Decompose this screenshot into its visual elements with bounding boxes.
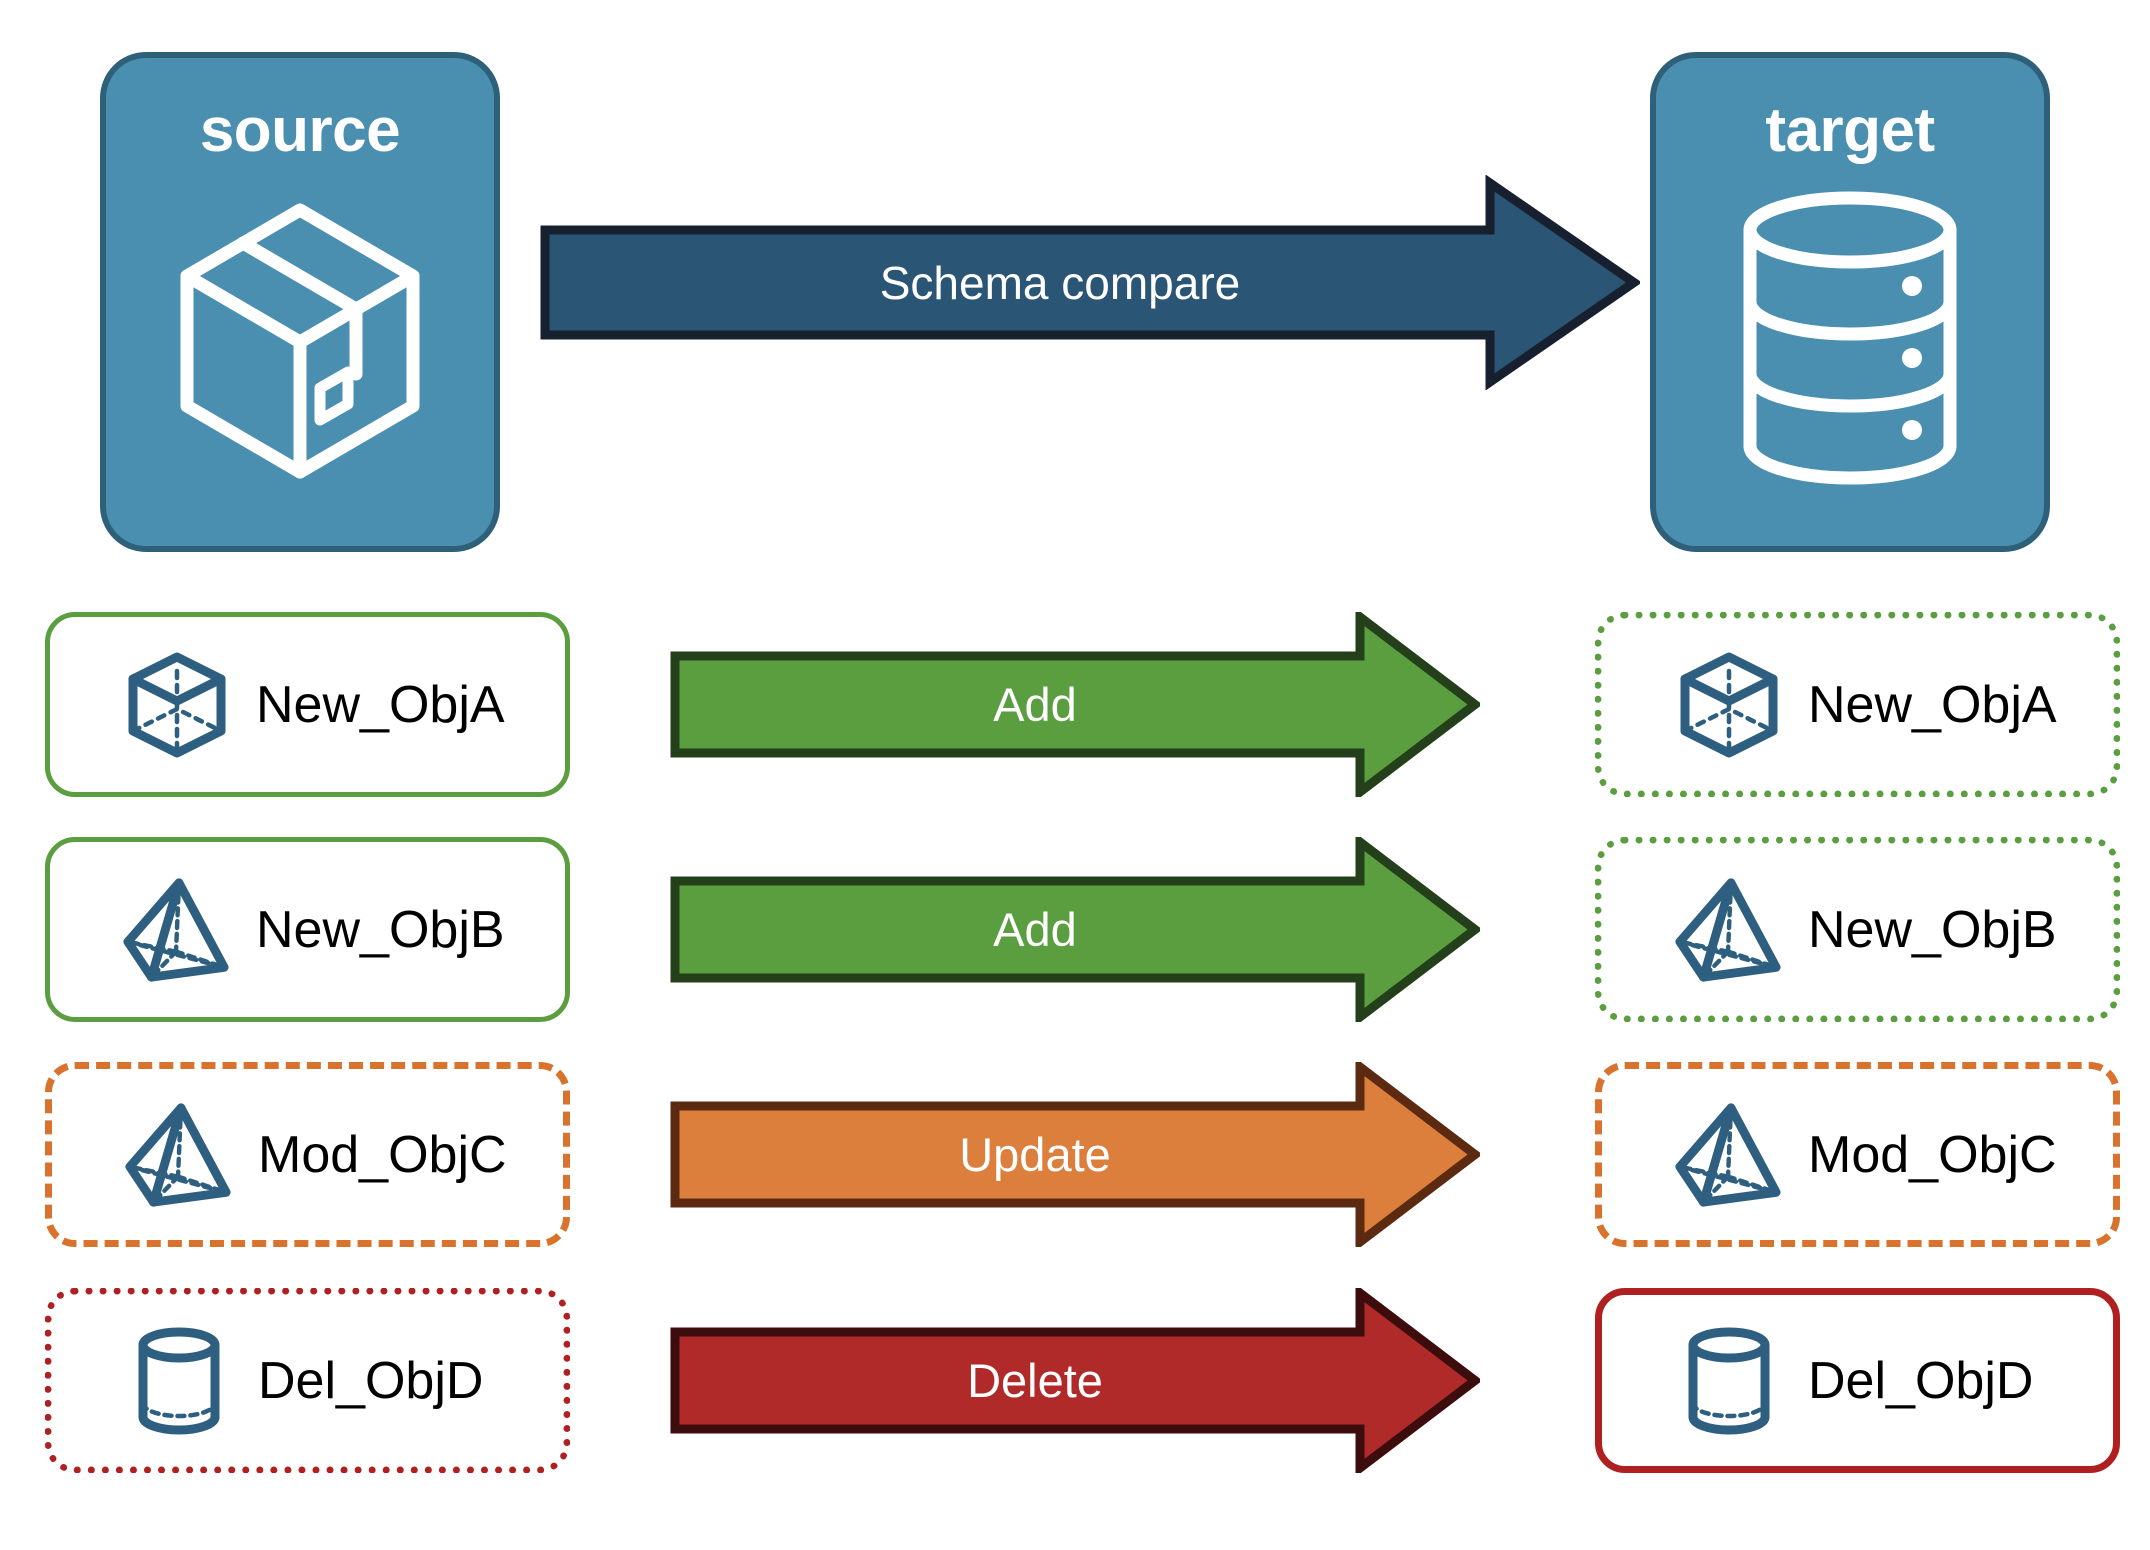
target-object-card[interactable]: New_ObjA — [1595, 612, 2120, 797]
target-object-label: New_ObjB — [1808, 900, 2057, 959]
source-object-card[interactable]: New_ObjA — [45, 612, 570, 797]
action-arrow-delete: Delete — [670, 1288, 1480, 1473]
source-endpoint-card: source — [100, 52, 500, 552]
source-object-card[interactable]: Mod_ObjC — [45, 1062, 570, 1247]
source-title: source — [199, 96, 401, 165]
database-cylinder-icon — [1730, 188, 1970, 493]
wireframe-cylinder-icon — [1674, 1322, 1784, 1440]
wireframe-pyramid-icon — [1674, 871, 1784, 989]
source-object-label: Mod_ObjC — [258, 1125, 507, 1184]
source-object-label: New_ObjA — [256, 675, 505, 734]
target-title: target — [1765, 96, 1935, 165]
target-endpoint-card: target — [1650, 52, 2050, 552]
package-box-icon — [170, 188, 430, 493]
action-arrow-add: Add — [670, 837, 1480, 1022]
target-object-label: Del_ObjD — [1808, 1351, 2034, 1410]
target-object-card[interactable]: Del_ObjD — [1595, 1288, 2120, 1473]
target-object-label: New_ObjA — [1808, 675, 2057, 734]
wireframe-cylinder-icon — [124, 1322, 234, 1440]
target-object-card[interactable]: Mod_ObjC — [1595, 1062, 2120, 1247]
source-object-card[interactable]: Del_ObjD — [45, 1288, 570, 1473]
wireframe-pyramid-icon — [1674, 1096, 1784, 1214]
action-arrow-update: Update — [670, 1062, 1480, 1247]
wireframe-cube-icon — [122, 646, 232, 764]
wireframe-pyramid-icon — [124, 1096, 234, 1214]
wireframe-pyramid-icon — [122, 871, 232, 989]
wireframe-cube-icon — [1674, 646, 1784, 764]
action-arrow-add: Add — [670, 612, 1480, 797]
target-object-card[interactable]: New_ObjB — [1595, 837, 2120, 1022]
source-object-card[interactable]: New_ObjB — [45, 837, 570, 1022]
schema-compare-arrow: Schema compare — [540, 175, 1640, 390]
target-object-label: Mod_ObjC — [1808, 1125, 2057, 1184]
source-object-label: Del_ObjD — [258, 1351, 484, 1410]
source-object-label: New_ObjB — [256, 900, 505, 959]
